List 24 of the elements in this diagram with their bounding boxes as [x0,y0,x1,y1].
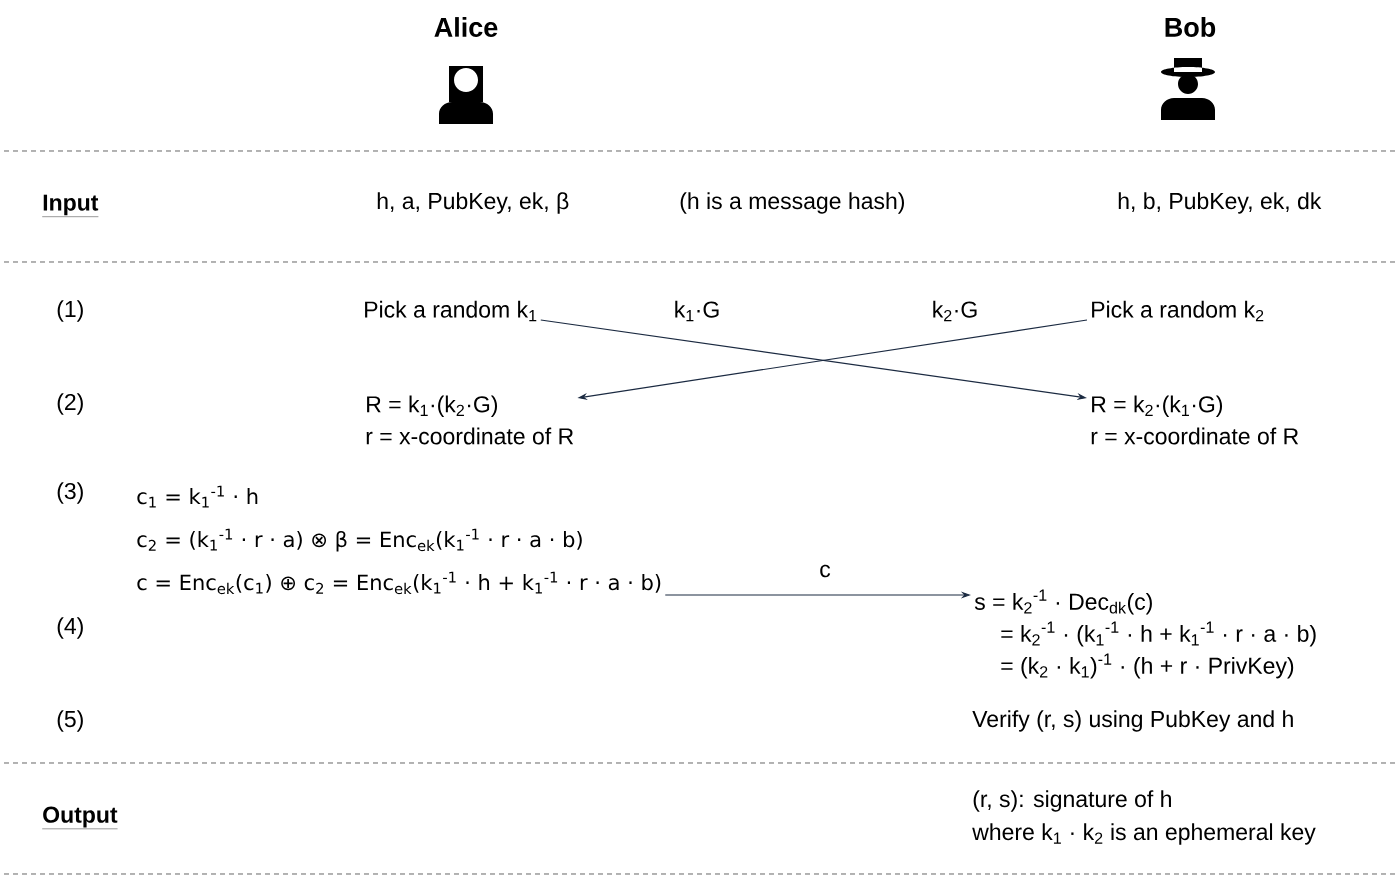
edge-label: k$_{2}$·G [930,299,980,323]
step-text: Pick a random k$_{1}$ [365,300,537,322]
step-text: R = k$_{1}$·(k$_{2}$·G) r = x-coordinate of R [366,395,574,445]
edge-label: k$_{1}$·G [672,299,722,323]
step-number: (1) [57,300,83,322]
label-text: Verify (r, s) using PubKey and h [972,710,1293,732]
step-number: (4) [57,617,83,639]
person-name: Bob [1165,17,1216,37]
step-number: (3) [57,482,83,504]
label-text: (r, s): signature of h [973,790,1171,812]
step-number: (5) [57,710,83,732]
step-text: c$_{1}$ = k$_{1}$$^{-1}$ · h c$_{2}$ = (k$_{1}$$^{-1}$ · r · a) ⊗ β = Enc$_{ek}$(k$_{1}$$^{-1}$ · r · a · b) c = Enc$_{ek}$(c$_{1}$) ⊕ c$_{2}$ = Enc$_{ek}$(k$_{1}$$^{-1}$ · h + k$_{1}$$^{-1}$ · r · a · b) [137,485,661,595]
label-text: h, b, PubKey, ek, dk [1118,192,1322,214]
label-text: where k$_{1}$ · k$_{2}$ is an ephemeral key [972,823,1316,845]
row-heading: Input [42,194,99,217]
step-text: s = k$_{2}$$^{-1}$ · Dec$_{dk}$(c) = k$_{2}$$^{-1}$ · (k$_{1}$$^{-1}$ · h + k$_{1}$$^{-1}$ · r · a · b) = (k$_{2}$ · k$_{1}$)$^{-1}$ · (h + r · PrivKey) [974,589,1316,679]
step-number: (2) [57,393,83,415]
label-text: (h is a message hash) [680,192,904,214]
step-text: Pick a random k$_{2}$ [1092,300,1264,322]
edge-label: c [818,563,832,579]
person-name: Alice [434,17,498,37]
step-text: R = k$_{2}$·(k$_{1}$·G) r = x-coordinate of R [1091,395,1299,445]
label-text: h, a, PubKey, ek, β [377,192,569,214]
row-heading: Output [42,806,118,829]
